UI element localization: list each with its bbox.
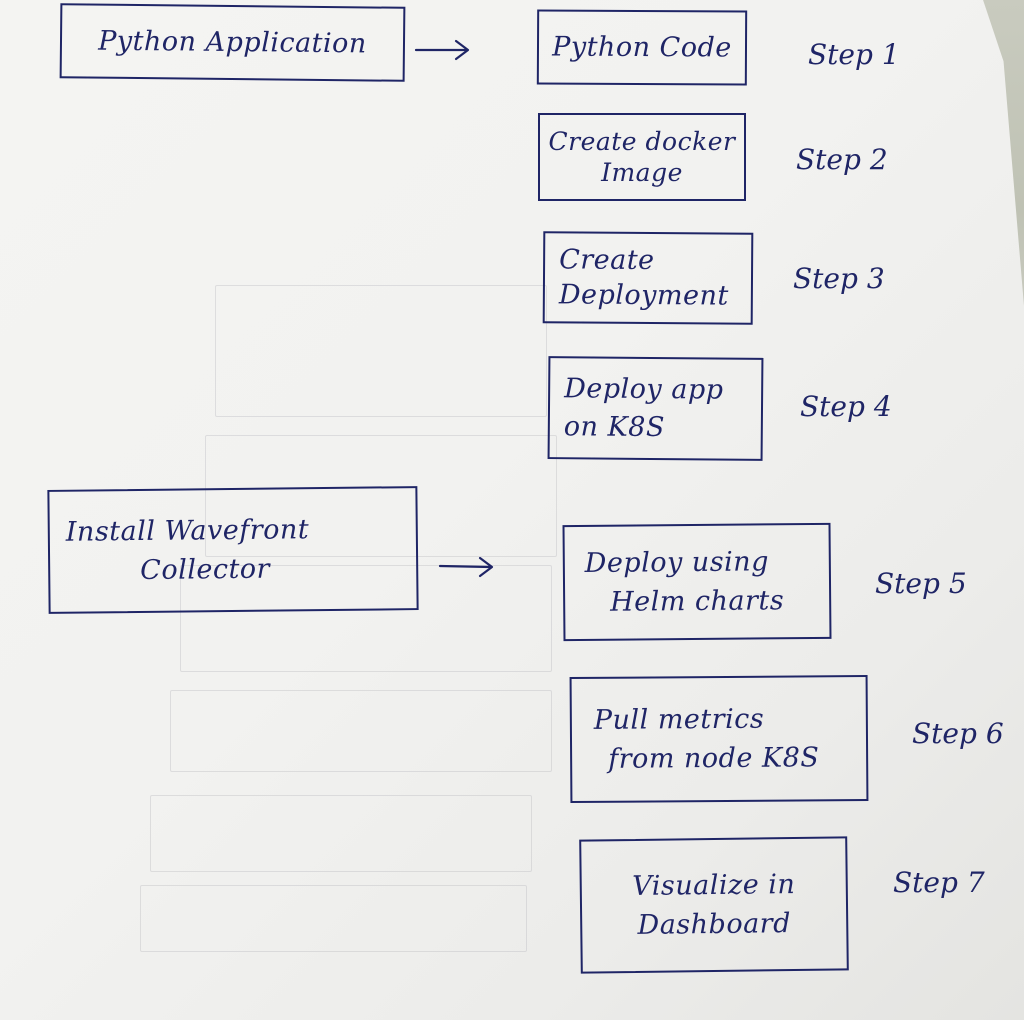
deploy-helm-line2: Helm charts <box>609 585 785 618</box>
install-wavefront-box: Install Wavefront Collector <box>47 486 419 614</box>
deploy-helm-box: Deploy using Helm charts <box>562 522 832 642</box>
visualize-line2: Dashboard <box>637 908 792 941</box>
pull-metrics-line2: from node K8S <box>608 742 820 775</box>
step-2-label: Step 2 <box>796 143 888 176</box>
arrow-right-icon <box>438 556 494 578</box>
visualize-line1: Visualize in <box>632 868 796 902</box>
pull-metrics-line1: Pull metrics <box>593 703 765 736</box>
create-docker-line1: Create docker <box>548 126 736 156</box>
deploy-app-line2: on K8S <box>563 410 666 443</box>
ghost-impression <box>140 885 527 952</box>
create-deployment-line1: Create <box>559 244 655 276</box>
python-code-label: Python Code <box>552 31 732 64</box>
create-docker-line2: Image <box>601 158 683 187</box>
python-application-label: Python Application <box>98 25 367 60</box>
pull-metrics-box: Pull metrics from node K8S <box>569 674 869 804</box>
deploy-app-line1: Deploy app <box>564 372 724 406</box>
python-application-box: Python Application <box>59 3 406 82</box>
ghost-impression <box>215 285 547 417</box>
ghost-impression <box>170 690 552 772</box>
deploy-app-box: Deploy app on K8S <box>547 356 764 461</box>
step-6-label: Step 6 <box>912 717 1004 750</box>
create-docker-image-box: Create docker Image <box>538 113 746 201</box>
install-wavefront-line2: Collector <box>140 553 271 586</box>
ghost-impression <box>180 565 552 672</box>
ghost-impression <box>150 795 532 872</box>
visualize-box: Visualize in Dashboard <box>579 836 849 974</box>
step-5-label: Step 5 <box>875 567 967 600</box>
step-1-label: Step 1 <box>808 38 900 71</box>
create-deployment-box: Create Deployment <box>542 231 754 325</box>
install-wavefront-line1: Install Wavefront <box>65 514 310 548</box>
step-3-label: Step 3 <box>793 262 885 295</box>
ghost-impression <box>205 435 557 557</box>
create-deployment-line2: Deployment <box>558 279 729 312</box>
arrow-right-icon <box>414 39 470 61</box>
deploy-helm-line1: Deploy using <box>584 546 770 579</box>
python-code-box: Python Code <box>536 9 748 86</box>
step-7-label: Step 7 <box>893 866 985 899</box>
step-4-label: Step 4 <box>800 390 892 423</box>
